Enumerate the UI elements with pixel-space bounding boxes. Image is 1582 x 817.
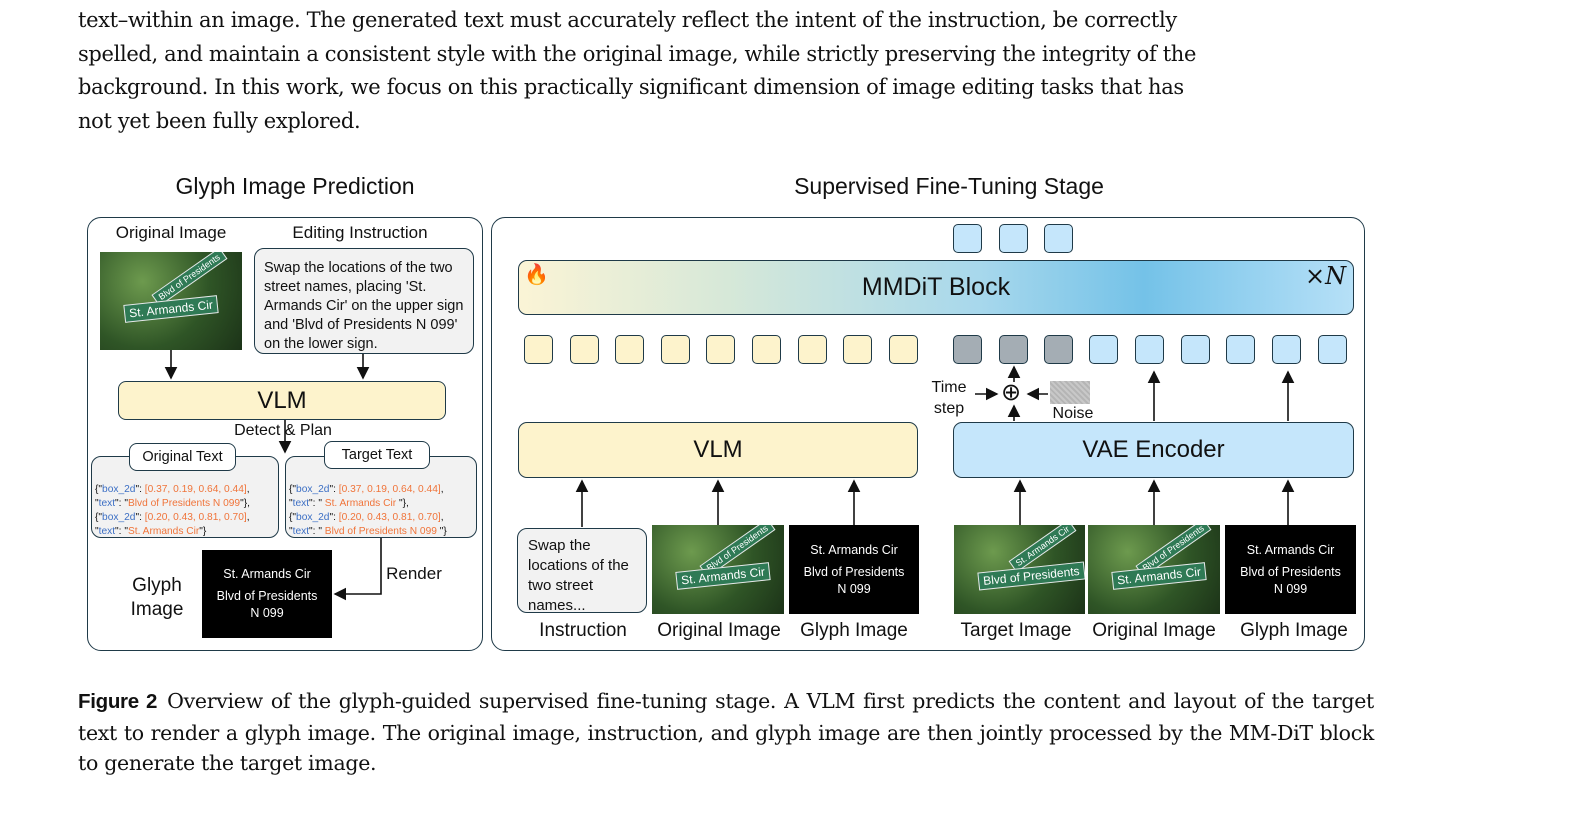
bottom-label: Instruction xyxy=(539,620,627,641)
mmdit-block: MMDiT Block xyxy=(518,260,1354,315)
text-token xyxy=(888,335,918,364)
text-token xyxy=(524,335,553,364)
image-token xyxy=(1272,335,1301,364)
target-text-tab: Target Text xyxy=(324,441,430,469)
bottom-label: Original Image xyxy=(1092,620,1216,641)
original-image: Blvd of Presidents St. Armands Cir xyxy=(100,252,242,350)
bottom-label: Target Image xyxy=(960,620,1072,641)
noise-token xyxy=(1044,335,1073,364)
glyph-image: St. Armands Cir Blvd of Presidents N 099 xyxy=(202,550,332,638)
text-token xyxy=(752,335,781,364)
text-token xyxy=(615,335,645,364)
noise-token xyxy=(953,335,982,364)
text-token xyxy=(660,335,690,364)
glyph-prediction-panel xyxy=(87,217,483,651)
original-image-label: Original Image xyxy=(115,223,227,242)
target-text-box: {"box_2d": [0.37, 0.19, 0.64, 0.44], "te… xyxy=(285,456,477,538)
instruction-box: Swap the locations of the two street nam… xyxy=(517,528,647,613)
bottom-label: Glyph Image xyxy=(800,620,908,641)
bottom-label: Original Image xyxy=(657,620,781,641)
text-token xyxy=(843,335,873,364)
image-token xyxy=(1226,335,1255,364)
editing-instruction-box: Swap the locations of the two street nam… xyxy=(254,248,474,354)
image-token xyxy=(1181,335,1210,364)
body-paragraph: text–within an image. The generated text… xyxy=(78,8,1197,133)
vae-encoder-box: VAE Encoder xyxy=(953,422,1354,478)
noise-token xyxy=(999,335,1028,364)
output-token xyxy=(1044,224,1073,253)
glyph-prediction-title: Glyph Image Prediction xyxy=(175,173,415,199)
vlm-box: VLM xyxy=(118,381,446,420)
image-token xyxy=(1089,335,1118,364)
output-token xyxy=(953,224,982,253)
sft-stage-title: Supervised Fine-Tuning Stage xyxy=(794,173,1104,199)
add-icon: ⊕ xyxy=(1001,379,1022,406)
text-token xyxy=(569,335,599,364)
noise-label: Noise xyxy=(1052,405,1094,422)
image-token xyxy=(1318,335,1347,364)
noise-patch xyxy=(1050,381,1090,404)
bottom-label: Glyph Image xyxy=(1240,620,1348,641)
fire-icon: 🔥 xyxy=(524,264,549,286)
repeat-n-label: ×N xyxy=(1305,262,1347,290)
original-text-tab: Original Text xyxy=(129,443,236,471)
glyph-image-sft: St. Armands Cir Blvd of Presidents N 099 xyxy=(789,525,919,614)
sft-stage-panel xyxy=(491,217,1365,651)
original-image-sft-2: Blvd of Presidents St. Armands Cir xyxy=(1088,525,1220,614)
detect-plan-label: Detect & Plan xyxy=(234,422,332,440)
text-token xyxy=(797,335,827,364)
vlm-box-sft: VLM xyxy=(518,422,918,478)
render-label: Render xyxy=(386,564,442,583)
image-token xyxy=(1135,335,1164,364)
editing-instruction-label: Editing Instruction xyxy=(292,223,428,242)
original-image-sft: Blvd of Presidents St. Armands Cir xyxy=(652,525,784,614)
target-image: St. Armands Cir Blvd of Presidents xyxy=(954,525,1085,614)
glyph-image-sft-2: St. Armands Cir Blvd of Presidents N 099 xyxy=(1225,525,1356,614)
text-token xyxy=(706,335,736,364)
output-token xyxy=(999,224,1028,253)
